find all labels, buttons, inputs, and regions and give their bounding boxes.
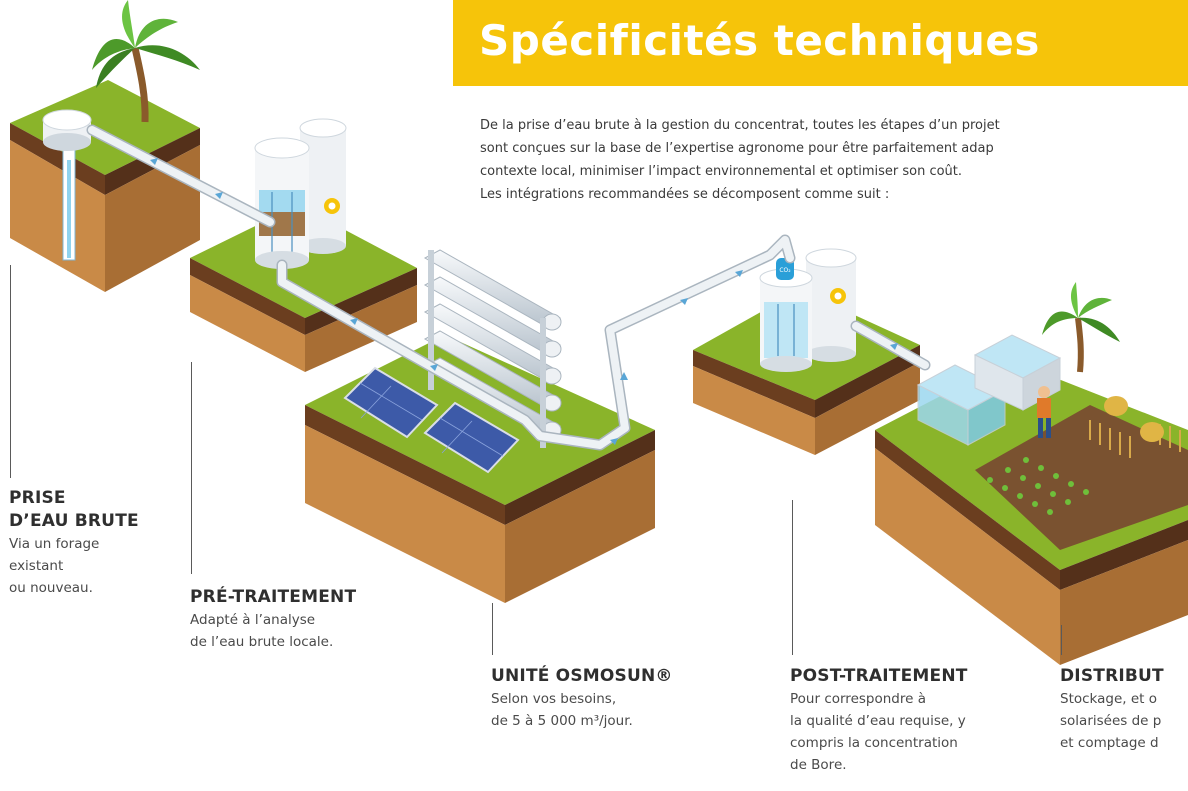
step-description: Stockage, et o <box>1060 691 1158 707</box>
solar-panel-icon <box>343 366 520 474</box>
step-description: et comptage d <box>1060 735 1159 751</box>
step-description: de Bore. <box>790 757 847 773</box>
osmosis-membrane-rack-icon <box>423 249 562 448</box>
step-description: de 5 à 5 000 m³/jour. <box>491 713 633 729</box>
step-label: UNITÉ OSMOSUN® <box>491 666 673 686</box>
step-pre-traitement: PRÉ-TRAITEMENT Adapté à l’analyse de l’e… <box>190 586 356 653</box>
intro-line: contexte local, minimiser l’impact envir… <box>480 164 963 179</box>
step-post-traitement: POST-TRAITEMENT Pour correspondre à la q… <box>790 665 968 776</box>
intro-line: Les intégrations recommandées se décompo… <box>480 187 890 202</box>
palm-tree-icon <box>92 0 200 123</box>
intro-line: De la prise d’eau brute à la gestion du … <box>480 118 1000 133</box>
step-label: PRÉ-TRAITEMENT <box>190 587 357 607</box>
leader-line <box>792 500 793 655</box>
storage-basin-icon <box>916 334 1062 446</box>
step-description: Pour correspondre à <box>790 691 926 707</box>
step-description: compris la concentration <box>790 735 958 751</box>
step-description: Selon vos besoins, <box>491 691 617 707</box>
step-description: la qualité d’eau requise, y <box>790 713 966 729</box>
borehole-icon <box>42 109 92 261</box>
step-description: Adapté à l’analyse <box>190 612 316 628</box>
palm-tree-icon <box>1042 282 1120 373</box>
step-description: existant <box>9 558 64 574</box>
intake-ground-block <box>10 80 200 292</box>
co2-label: CO₂ <box>779 267 791 274</box>
step-unite-osmosun: UNITÉ OSMOSUN® Selon vos besoins, de 5 à… <box>491 665 673 732</box>
step-description: ou nouveau. <box>9 580 93 596</box>
osmosun-ground-block <box>305 335 655 603</box>
step-label: PRISE <box>9 488 66 508</box>
remineralisation-tank-icon <box>759 248 857 372</box>
intro-text: De la prise d’eau brute à la gestion du … <box>480 114 1188 206</box>
title-band: Spécificités techniques <box>453 0 1188 86</box>
step-label: D’EAU BRUTE <box>9 511 139 531</box>
farmer-icon <box>1037 386 1051 438</box>
leader-line <box>1061 625 1062 655</box>
flow-arrow-icons <box>150 158 898 445</box>
leader-line <box>191 362 192 574</box>
step-distribution: DISTRIBUT Stockage, et o solarisées de p… <box>1060 665 1188 754</box>
step-label: POST-TRAITEMENT <box>790 666 968 686</box>
leader-line <box>492 603 493 655</box>
page-title: Spécificités techniques <box>479 16 1040 65</box>
filter-tank-icon <box>254 118 347 269</box>
step-label: DISTRIBUT <box>1060 666 1164 686</box>
step-description: solarisées de p <box>1060 713 1162 729</box>
intro-line: sont conçues sur la base de l’expertise … <box>480 141 994 156</box>
crop-field-icon <box>975 396 1188 550</box>
leader-line <box>10 265 11 478</box>
step-description: de l’eau brute locale. <box>190 634 334 650</box>
water-pipe-network <box>86 124 931 451</box>
step-description: Via un forage <box>9 536 100 552</box>
step-prise-eau-brute: PRISE D’EAU BRUTE Via un forage existant… <box>9 487 139 599</box>
co2-bottle-icon: CO₂ <box>776 258 794 280</box>
